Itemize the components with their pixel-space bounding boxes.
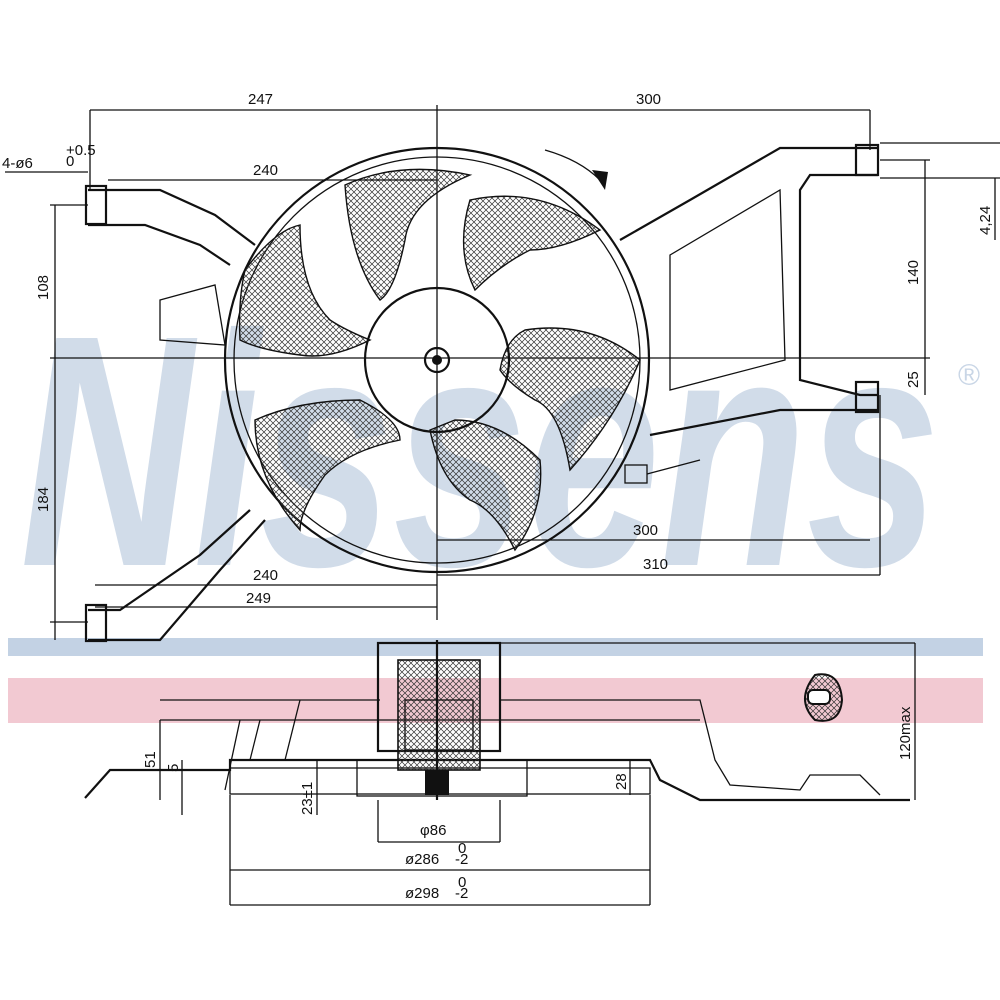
registered-mark: ® (958, 359, 980, 392)
side-view: 51 5 23±1 28 φ86 ø286 0 -2 ø298 0 -2 120… (84, 640, 916, 906)
dim-hole-tol-lower: 0 (66, 153, 74, 170)
dim-23: 23±1 (299, 782, 316, 815)
dim-249: 249 (246, 590, 271, 607)
dim-310: 310 (643, 556, 668, 573)
dim-5: 5 (165, 764, 182, 772)
dim-240-bottom: 240 (253, 567, 278, 584)
fan-hub (363, 286, 511, 434)
front-view: 247 300 4-ø6 +0.5 0 240 108 184 140 25 4… (2, 91, 1000, 643)
dim-184: 184 (35, 487, 52, 512)
dim-motor-diameter: φ86 (420, 822, 446, 839)
mount-hole-bottom-right (854, 380, 880, 414)
dim-shroud-inner: ø286 (405, 851, 439, 868)
dim-shroud-inner-tol-lower: -2 (455, 851, 468, 868)
dim-shroud-outer-tol-lower: -2 (455, 885, 468, 902)
dim-hole-tol-upper: +0.5 (66, 142, 96, 159)
dim-shroud-inner-tol-upper: 0 (458, 840, 466, 857)
mount-hole-top-right (854, 143, 880, 177)
dim-25: 25 (905, 371, 922, 388)
dim-240-top: 240 (253, 162, 278, 179)
dim-120max: 120max (897, 706, 914, 760)
dim-300-bottom: 300 (633, 522, 658, 539)
rotation-arrow-icon (544, 149, 601, 181)
dim-300-top: 300 (636, 91, 661, 108)
fan-blades (238, 168, 641, 552)
dim-247: 247 (248, 91, 273, 108)
dim-140: 140 (905, 260, 922, 285)
mount-hole-top-left (84, 184, 108, 226)
shroud-outer-ring (223, 146, 651, 574)
dim-shroud-outer-tol-upper: 0 (458, 874, 466, 891)
dim-hole-spec: 4-ø6 (2, 155, 33, 172)
dim-28: 28 (613, 773, 630, 790)
mount-hole-bottom-left (84, 603, 108, 643)
dim-108: 108 (35, 275, 52, 300)
dim-51: 51 (142, 751, 159, 768)
dim-4-24: 4,24 (977, 206, 994, 235)
dim-shroud-outer: ø298 (405, 885, 439, 902)
